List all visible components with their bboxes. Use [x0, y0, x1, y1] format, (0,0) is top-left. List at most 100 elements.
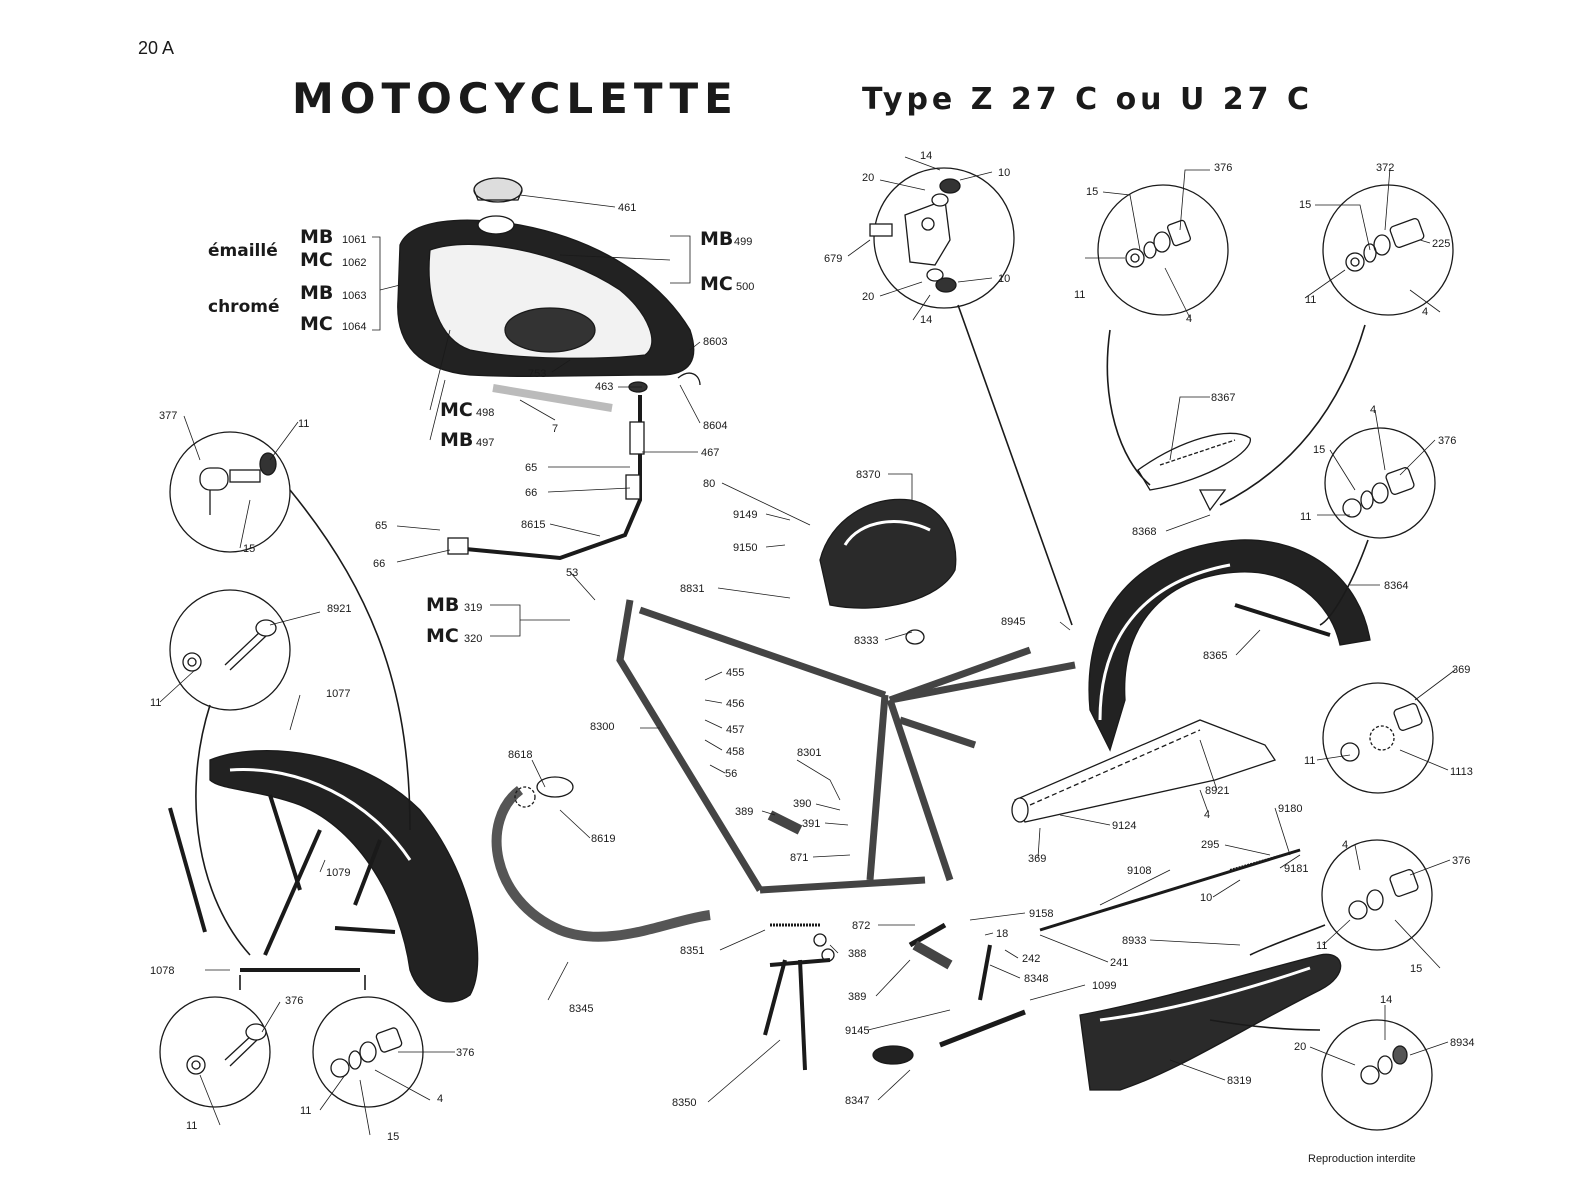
part-number: 8319: [1227, 1075, 1251, 1087]
detail-circle-chainguard-lower: [1321, 1019, 1433, 1131]
part-number: 20: [862, 172, 874, 184]
part-number: 15: [1313, 444, 1325, 456]
part-number: 10: [998, 273, 1010, 285]
part-number: 8368: [1132, 526, 1156, 538]
part-number: 457: [726, 724, 744, 736]
part-number: 20: [862, 291, 874, 303]
seat: [1137, 432, 1251, 512]
part-number: 8365: [1203, 650, 1227, 662]
handlebar: [491, 776, 711, 942]
code-num-4: 1064: [342, 321, 366, 333]
page-number: 20 A: [138, 38, 175, 58]
detail-circle-front-stay-left: [159, 996, 271, 1108]
part-number: 11: [1074, 289, 1085, 301]
part-number: 8367: [1211, 392, 1235, 404]
code-prefix-3: MB: [300, 282, 333, 304]
part-number: 15: [387, 1131, 399, 1143]
part-number: 8604: [703, 420, 727, 432]
part-number: 461: [618, 202, 636, 214]
part-number: 389: [735, 806, 753, 818]
part-number: 372: [1376, 162, 1394, 174]
detail-circle-clamp: [169, 431, 291, 553]
part-number: 14: [920, 314, 932, 326]
part-number: 9124: [1112, 820, 1136, 832]
part-number: 20: [1294, 1041, 1306, 1053]
part-number: 56: [725, 768, 737, 780]
part-number: 8348: [1024, 973, 1048, 985]
front-fender-stays: [168, 794, 396, 972]
part-number: 65: [525, 462, 537, 474]
part-number: 9149: [733, 509, 757, 521]
part-number: 4: [1422, 306, 1428, 318]
fuel-tank: [397, 215, 695, 377]
part-number: 66: [373, 558, 385, 570]
part-number: 679: [824, 253, 842, 265]
part-number: 376: [1438, 435, 1456, 447]
tank-code-num: 497: [476, 437, 494, 449]
seat-front-hardware: [1125, 219, 1192, 268]
code-num-1: 1061: [342, 234, 366, 246]
part-number: 53: [566, 567, 578, 579]
part-number: 8831: [680, 583, 704, 595]
tank-code-prefix: MC: [440, 399, 473, 421]
detail-circle-sprocket: [1322, 682, 1434, 794]
tank-code-num: 499: [734, 236, 752, 248]
tank-code-num: 319: [464, 602, 482, 614]
part-number: 242: [1022, 953, 1040, 965]
finish-labels: émaillé chromé MB 1061 MC 1062 MB 1063 M…: [208, 226, 754, 647]
part-number: 456: [726, 698, 744, 710]
fuel-tap-and-line: [447, 372, 701, 561]
fender-stay-hardware: [1342, 467, 1415, 518]
fork-bracket-hardware: [869, 178, 961, 293]
chainguard: [1079, 953, 1342, 1091]
detail-circle-seat-front: [1097, 184, 1229, 316]
part-number: 241: [1110, 957, 1128, 969]
part-number: 11: [1304, 755, 1315, 767]
part-number: 9181: [1284, 863, 1308, 875]
tank-code-prefix: MB: [440, 429, 473, 451]
part-number: 295: [1201, 839, 1219, 851]
detail-circle-fender-stay: [1324, 427, 1436, 539]
copyright-note: Reproduction interdite: [1308, 1153, 1416, 1165]
part-number: 15: [1410, 963, 1422, 975]
part-number: 376: [456, 1047, 474, 1059]
part-number: 66: [525, 487, 537, 499]
detail-circle-bolt: [169, 589, 291, 711]
part-number: 8921: [327, 603, 351, 615]
control-grips: [767, 810, 953, 970]
part-number: 11: [1300, 511, 1311, 523]
page-subtitle: Type Z 27 C ou U 27 C: [862, 82, 1314, 117]
part-number: 15: [1086, 186, 1098, 198]
part-number: 4: [1186, 313, 1192, 325]
part-number: 4: [437, 1093, 443, 1105]
part-number: 8333: [854, 635, 878, 647]
label-emaille: émaillé: [208, 241, 278, 261]
code-prefix-2: MC: [300, 249, 333, 271]
stay-left-hardware: [186, 1023, 267, 1075]
part-number: 4: [1370, 404, 1376, 416]
part-number: 8364: [1384, 580, 1408, 592]
tank-code-num: 320: [464, 633, 482, 645]
page-title: MOTOCYCLETTE: [292, 74, 739, 123]
part-number: 9145: [845, 1025, 869, 1037]
part-number: 388: [848, 948, 866, 960]
tank-code-prefix: MB: [700, 228, 733, 250]
part-number: 11: [298, 418, 309, 430]
code-num-2: 1062: [342, 257, 366, 269]
detail-circle-chainguard: [1321, 839, 1433, 951]
part-number: 467: [701, 447, 719, 459]
part-number: 11: [1316, 940, 1327, 952]
tank-code-prefix: MC: [426, 625, 459, 647]
part-number: 389: [848, 991, 866, 1003]
detail-circle-seat-rear: [1322, 184, 1454, 316]
part-number: 9158: [1029, 908, 1053, 920]
part-number: 8347: [845, 1095, 869, 1107]
seat-rear-hardware: [1345, 218, 1425, 272]
rear-fender: [1088, 539, 1371, 752]
leader-arrows: [195, 304, 1369, 1031]
stand-and-levers: [763, 922, 1026, 1071]
fuel-cap: [473, 177, 523, 203]
label-chrome: chromé: [208, 297, 280, 317]
part-number: 15: [1299, 199, 1311, 211]
